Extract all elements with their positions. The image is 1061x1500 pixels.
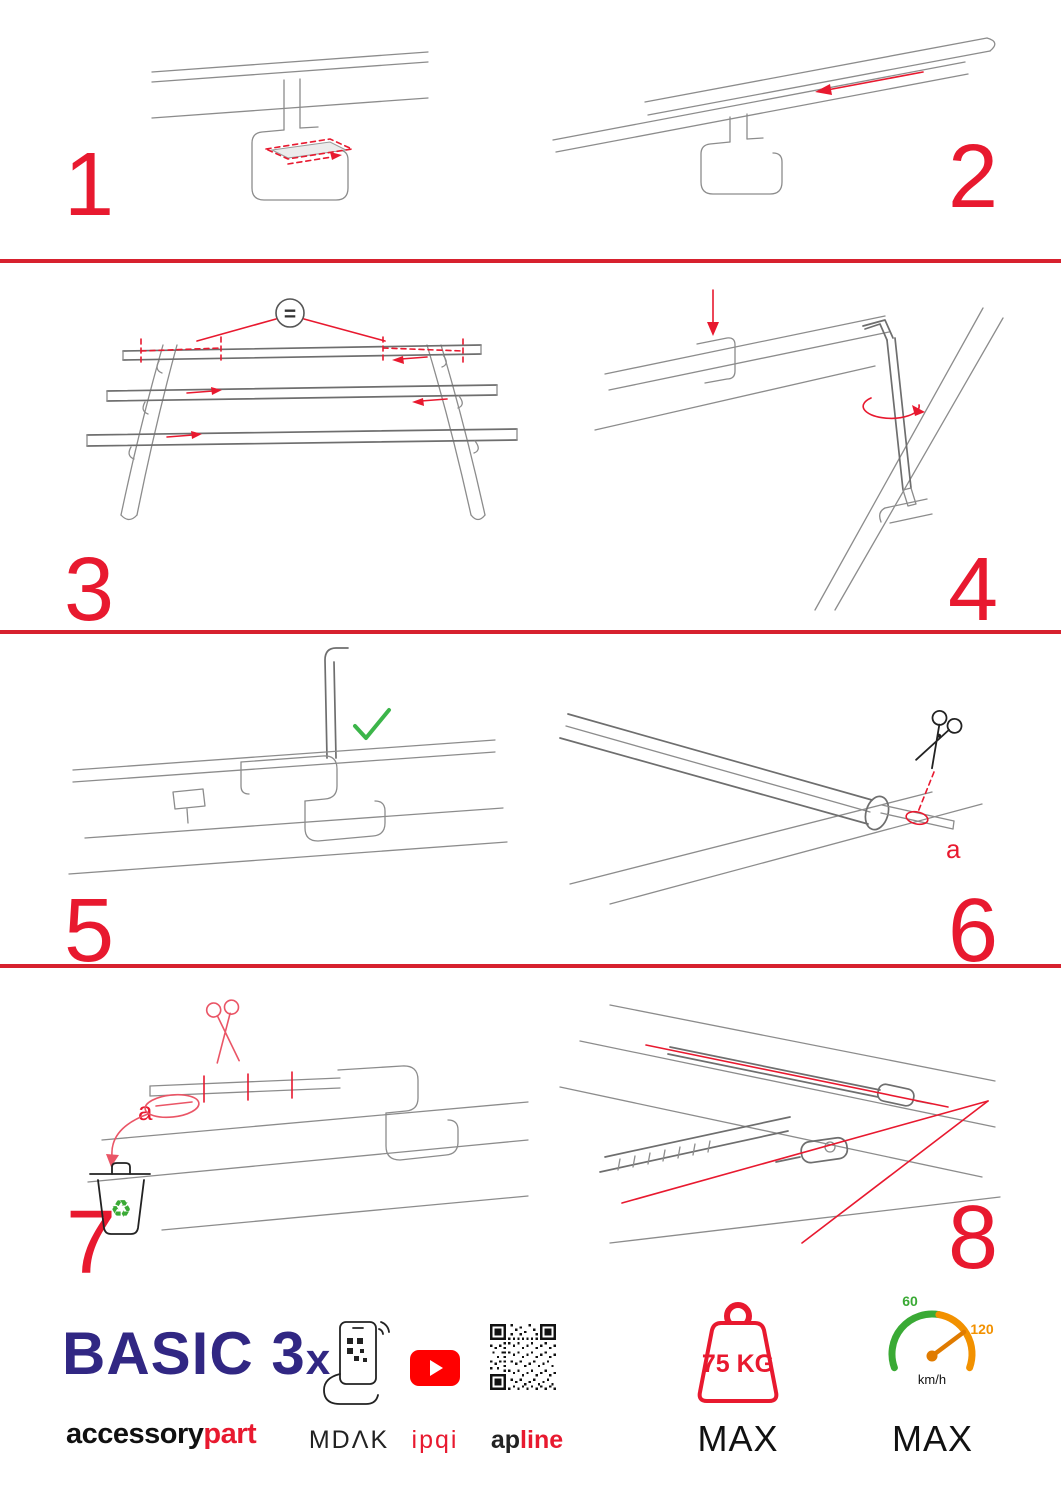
plate-highlight bbox=[265, 138, 353, 160]
guide-line-bottom bbox=[801, 1100, 989, 1244]
weight-max-label: MAX bbox=[697, 1418, 779, 1459]
scissors-red-icon bbox=[205, 999, 240, 1064]
step-number-4: 4 bbox=[948, 540, 999, 640]
measure-right bbox=[382, 336, 464, 366]
speed-unit: km/h bbox=[918, 1372, 946, 1387]
qr-label-accent: line bbox=[520, 1426, 564, 1454]
step-number-3: 3 bbox=[64, 540, 115, 640]
speed-max-label: MAX bbox=[891, 1418, 973, 1459]
product-name: BASIC 3x bbox=[62, 1324, 331, 1384]
recycle-icon: ♻ bbox=[110, 1195, 132, 1223]
discard-arrow bbox=[111, 1113, 149, 1157]
equal-badge: = bbox=[275, 298, 305, 328]
step-5-illustration bbox=[68, 647, 508, 875]
step-1-illustration bbox=[151, 51, 429, 201]
qr-label-primary: ap bbox=[490, 1426, 521, 1454]
step-4-illustration bbox=[594, 289, 1004, 611]
section-divider-2 bbox=[0, 630, 1061, 634]
step-7-illustration: a ♻ bbox=[87, 999, 529, 1235]
scissors-icon bbox=[915, 709, 963, 770]
youtube-icon bbox=[410, 1350, 460, 1386]
measure-left bbox=[140, 336, 222, 366]
step-2-illustration bbox=[552, 37, 996, 195]
speed-max-value: 120 bbox=[970, 1321, 994, 1337]
brand-wordmark: accessorypart bbox=[66, 1418, 257, 1451]
step-number-1: 1 bbox=[64, 135, 115, 235]
qr-code-icon bbox=[490, 1324, 556, 1390]
weight-icon: 75 KG bbox=[697, 1302, 779, 1403]
allen-key bbox=[862, 319, 917, 507]
speedometer-icon: 60 120 km/h bbox=[888, 1293, 994, 1387]
product-suffix: x bbox=[305, 1335, 332, 1384]
brand-primary: accessory bbox=[66, 1418, 204, 1450]
phone-app-label: MDΛK bbox=[308, 1426, 390, 1454]
weight-value: 75 KG bbox=[702, 1350, 774, 1378]
equal-symbol: = bbox=[284, 303, 296, 326]
phone-qr-icon bbox=[323, 1321, 390, 1405]
step-number-7: 7 bbox=[66, 1193, 117, 1293]
guide-line-top bbox=[645, 1044, 949, 1108]
slide-arrow bbox=[826, 71, 924, 91]
step-8-illustration bbox=[559, 1004, 1001, 1244]
cut-marks bbox=[203, 1071, 293, 1103]
video-label: ipqi bbox=[411, 1426, 459, 1454]
guide-line-mid bbox=[621, 1100, 989, 1204]
step-3-illustration: = bbox=[86, 298, 518, 521]
step-number-5: 5 bbox=[64, 881, 115, 981]
brand-accent: part bbox=[203, 1418, 257, 1450]
cut-label: a bbox=[946, 834, 961, 864]
product-name-text: BASIC 3 bbox=[62, 1320, 306, 1387]
speed-needle bbox=[929, 1329, 967, 1359]
qr-label: apline bbox=[482, 1426, 572, 1455]
section-divider-3 bbox=[0, 964, 1061, 968]
step-number-6: 6 bbox=[948, 881, 999, 981]
step-number-8: 8 bbox=[948, 1188, 999, 1288]
trash-bin-icon: ♻ bbox=[89, 1162, 151, 1235]
rotate-arrow bbox=[862, 397, 920, 420]
cut-line bbox=[917, 771, 935, 813]
step-number-2: 2 bbox=[948, 127, 999, 227]
section-divider-1 bbox=[0, 259, 1061, 263]
speed-min: 60 bbox=[902, 1293, 918, 1309]
step-6-illustration: a bbox=[559, 709, 983, 905]
check-icon bbox=[353, 708, 391, 740]
